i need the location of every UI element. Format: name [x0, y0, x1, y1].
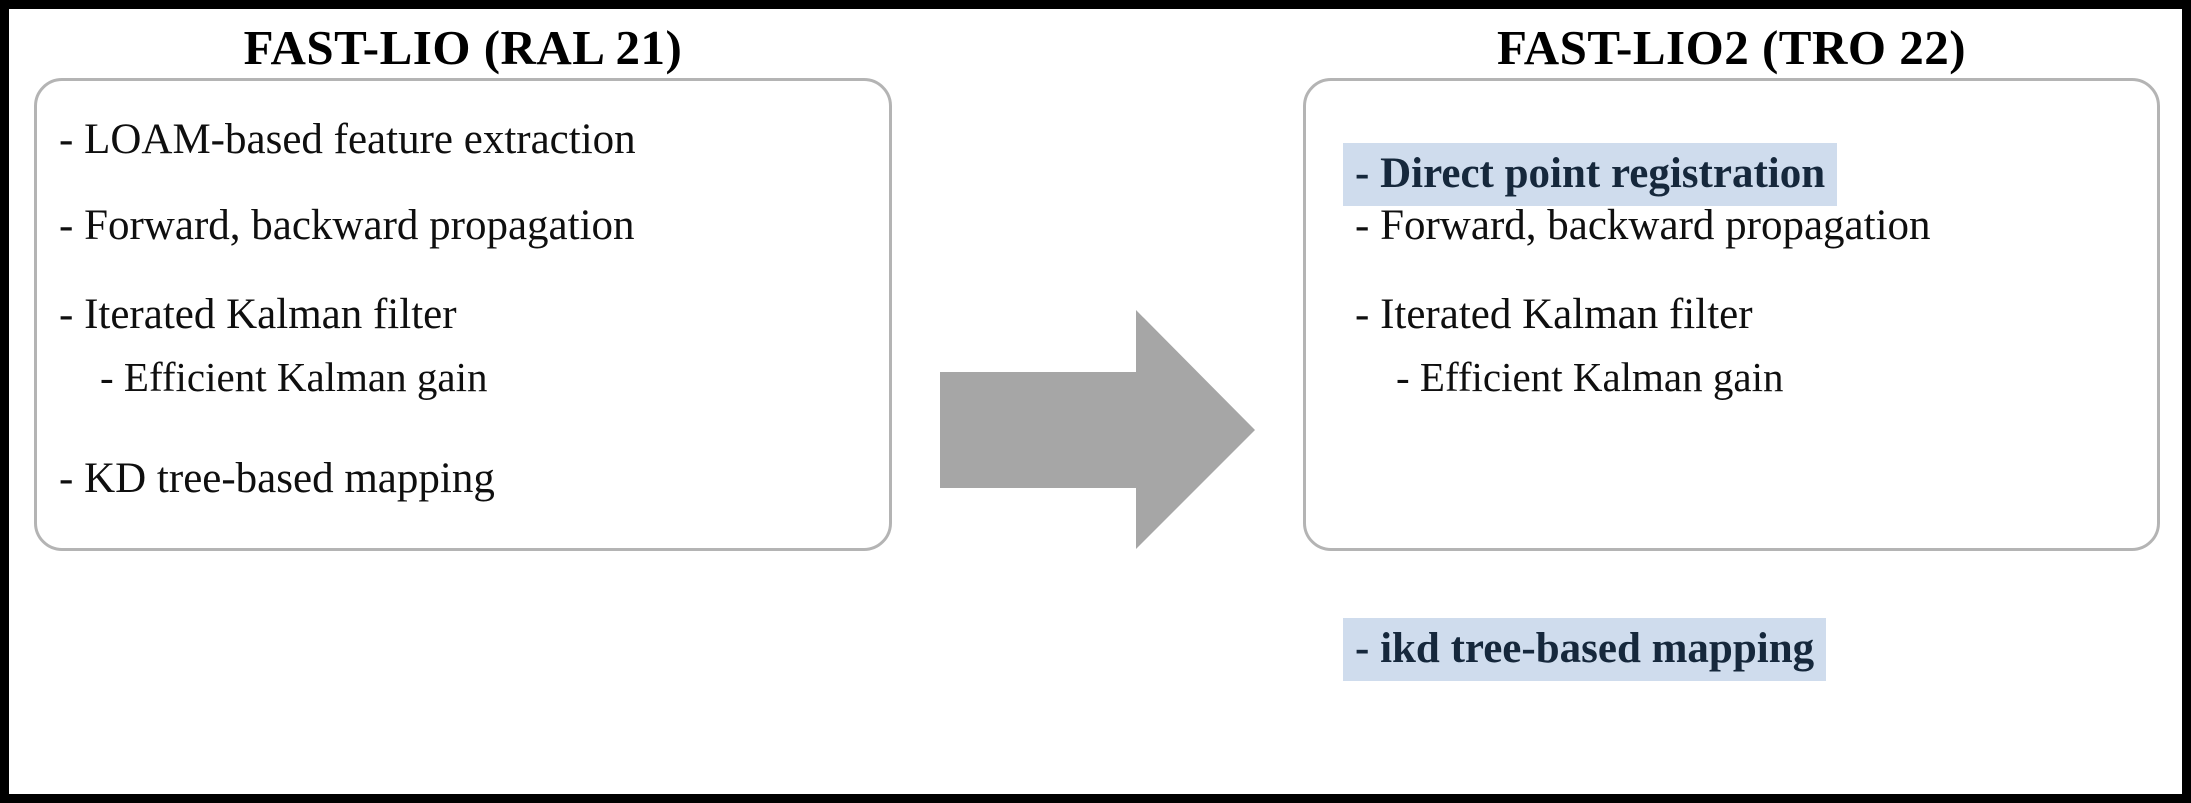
- list-item: - Efficient Kalman gain: [100, 354, 488, 400]
- list-item-highlighted: - Direct point registration: [1343, 143, 1838, 206]
- panel-title-fast-lio2: FAST-LIO2 (TRO 22): [1496, 20, 1967, 75]
- figure-canvas: FAST-LIO (RAL 21) - LOAM-based feature e…: [9, 9, 2182, 794]
- list-item: - Iterated Kalman filter: [59, 291, 457, 338]
- list-item: - Efficient Kalman gain: [1396, 354, 1784, 400]
- list-item: - Forward, backward propagation: [59, 202, 635, 249]
- bullet-list-fast-lio: - LOAM-based feature extraction - Forwar…: [37, 81, 889, 548]
- panel-box-fast-lio: - LOAM-based feature extraction - Forwar…: [34, 78, 892, 551]
- list-item: - Iterated Kalman filter: [1355, 291, 1753, 338]
- list-item-highlighted: - ikd tree-based mapping: [1343, 618, 1827, 681]
- right-arrow-icon: [940, 310, 1255, 549]
- list-item: - LOAM-based feature extraction: [59, 116, 636, 163]
- list-item: - KD tree-based mapping: [59, 455, 495, 502]
- panel-box-fast-lio2: - Direct point registration - Forward, b…: [1303, 78, 2160, 681]
- panel-title-fast-lio: FAST-LIO (RAL 21): [243, 20, 683, 75]
- bullet-list-fast-lio2: - Direct point registration - Forward, b…: [1306, 81, 2157, 681]
- list-item: - Forward, backward propagation: [1355, 202, 1931, 249]
